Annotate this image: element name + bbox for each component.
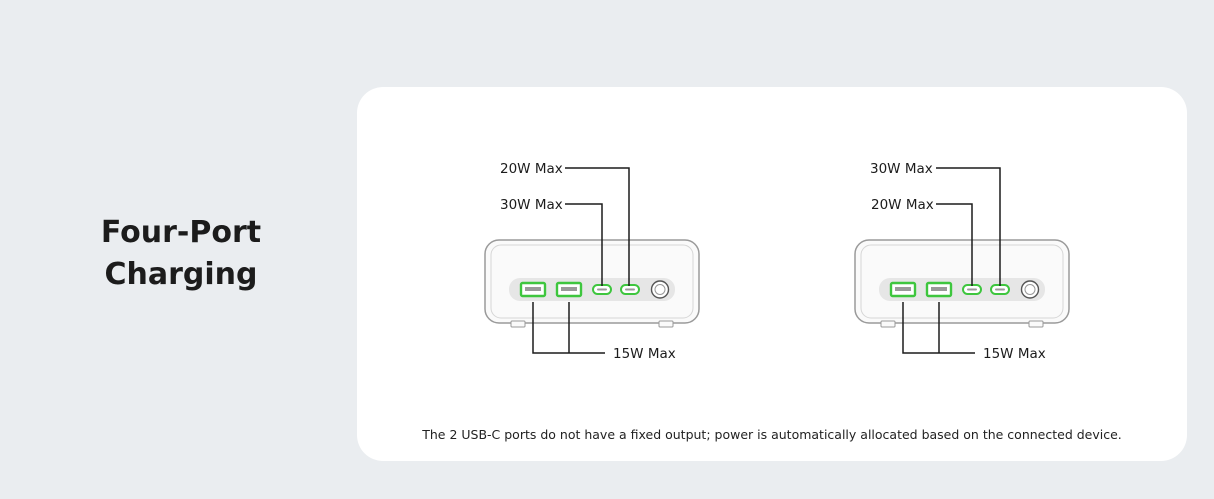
left-mid-leader xyxy=(565,203,603,286)
left-top-label: 20W Max xyxy=(500,161,563,177)
right-bottom-label: 15W Max xyxy=(983,346,1046,362)
right-bottom-leader xyxy=(902,302,975,354)
right-device-diagram: 30W Max 20W Max 15W Max xyxy=(853,161,1071,362)
port-diagrams: 20W Max 30W Max 15W Max 30W Max 20W Max … xyxy=(483,161,1071,362)
left-mid-label: 30W Max xyxy=(500,197,563,213)
section-heading: Four-Port Charging xyxy=(90,212,272,296)
left-bottom-leader xyxy=(532,302,605,354)
right-top-label: 30W Max xyxy=(870,161,933,177)
right-mid-leader xyxy=(936,203,973,286)
diagram-card: 20W Max 30W Max 15W Max 30W Max 20W Max … xyxy=(357,87,1187,461)
left-device-diagram: 20W Max 30W Max 15W Max xyxy=(483,161,701,362)
left-power-bank xyxy=(483,238,701,329)
footnote: The 2 USB-C ports do not have a fixed ou… xyxy=(422,427,1122,442)
left-bottom-label: 15W Max xyxy=(613,346,676,362)
heading-line-1: Four-Port xyxy=(100,215,262,250)
right-mid-label: 20W Max xyxy=(871,197,934,213)
left-top-leader xyxy=(565,167,630,286)
right-top-leader xyxy=(936,167,1001,286)
right-power-bank xyxy=(853,238,1071,329)
heading-line-2: Charging xyxy=(104,257,258,292)
